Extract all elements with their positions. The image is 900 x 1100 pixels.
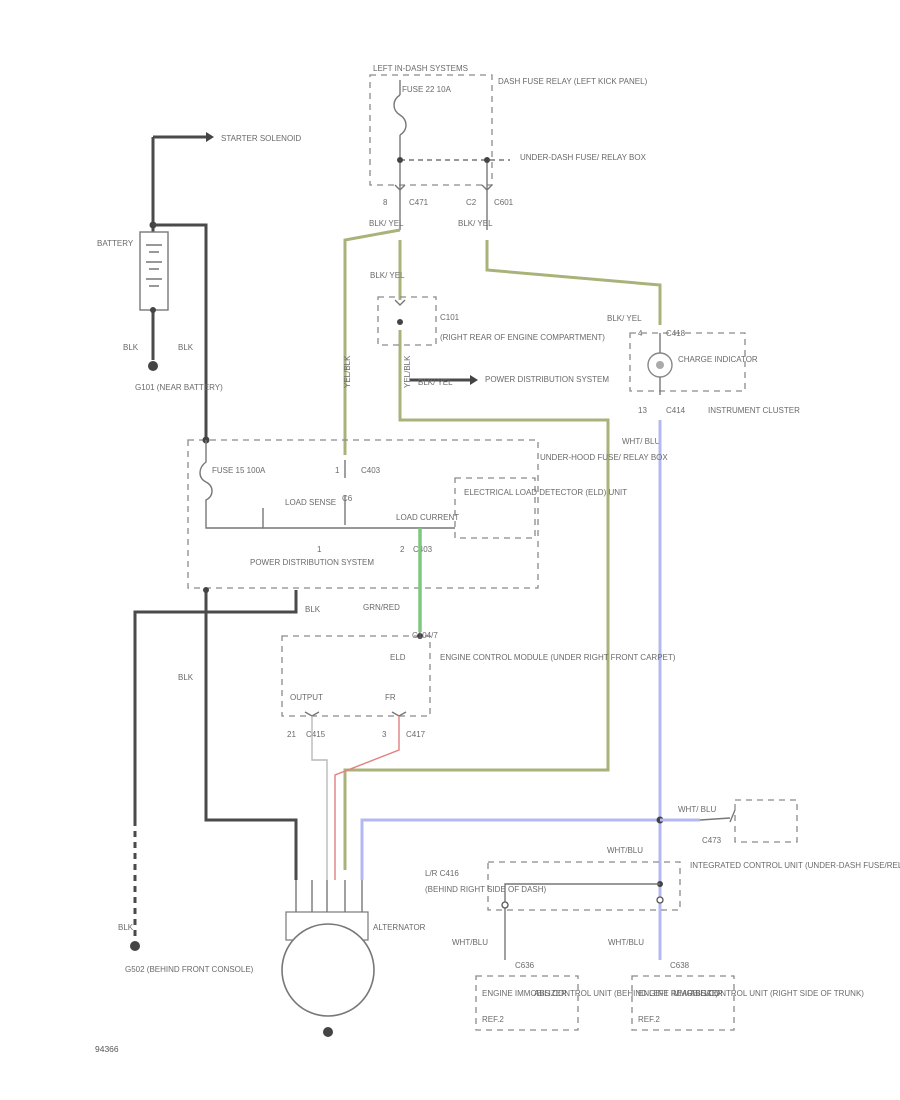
blk-yel-5: BLK/ YEL <box>607 314 642 323</box>
c601-label: C601 <box>494 198 514 207</box>
underhood-box-label: UNDER-HOOD FUSE/ RELAY BOX <box>540 453 668 462</box>
ecm-immobilizer-1: ENGINE IMMOBILIZER <box>482 989 567 998</box>
g101-label: G101 (NEAR BATTERY) <box>135 383 223 392</box>
underdash-relay-box-label: UNDER-DASH FUSE/ RELAY BOX <box>520 153 647 162</box>
c471-label: C471 <box>409 198 429 207</box>
fuse-22-symbol <box>393 94 407 136</box>
wht-blu-3-label: WHT/BLU <box>607 846 643 855</box>
blk-yel-3: BLK/ YEL <box>370 271 405 280</box>
dash-fuse-box-label: DASH FUSE RELAY (LEFT KICK PANEL) <box>498 77 648 86</box>
c101-location: (RIGHT REAR OF ENGINE COMPARTMENT) <box>440 333 605 342</box>
starter-solenoid-label: STARTER SOLENOID <box>221 134 301 143</box>
pin-c2: C2 <box>466 198 477 207</box>
pin-1b: 1 <box>317 545 322 554</box>
g502-label: G502 (BEHIND FRONT CONSOLE) <box>125 965 254 974</box>
abs-control-2: ABS CONTROL UNIT (RIGHT SIDE OF TRUNK) <box>690 989 864 998</box>
blue-wires <box>360 420 662 960</box>
blk-label-3: BLK <box>305 605 321 614</box>
fuse-22-label: FUSE 22 10A <box>402 85 452 94</box>
yel-blk-vertical-1: YEL/BLK <box>343 355 352 388</box>
battery-symbol <box>139 231 169 311</box>
ecm-box: C104/7 ELD ENGINE CONTROL MODULE (UNDER … <box>281 631 676 880</box>
c6-label: C6 <box>342 494 353 503</box>
wht-blu-2-label: WHT/ BLU <box>678 805 716 814</box>
underhood-fuse-box: FUSE 15 100A UNDER-HOOD FUSE/ RELAY BOX … <box>133 436 668 940</box>
c403-b-label: C403 <box>413 545 433 554</box>
c415-label: C415 <box>306 730 326 739</box>
yel-blk-vertical-2: YEL/BLK <box>403 355 412 388</box>
c636-label: C636 <box>515 961 535 970</box>
power-dist-label-1: POWER DISTRIBUTION SYSTEM <box>485 375 609 384</box>
load-sense-label: LOAD SENSE <box>285 498 336 507</box>
blk-yel-1: BLK/ YEL <box>369 219 404 228</box>
output-label: OUTPUT <box>290 693 323 702</box>
instrument-cluster: BLK/ YEL 4 C418 CHARGE INDICATOR 13 C414… <box>607 314 800 446</box>
fuse-box-top-label: LEFT IN-DASH SYSTEMS <box>373 64 468 73</box>
c417-label: C417 <box>406 730 426 739</box>
pin-3: 3 <box>382 730 387 739</box>
c473-label: C473 <box>702 836 722 845</box>
c418-label: C418 <box>666 329 686 338</box>
c104-label: C104/7 <box>412 631 438 640</box>
battery-section: STARTER SOLENOID BATTERY BLK BLK G101 (N… <box>97 132 301 440</box>
ref-2-b: REF.2 <box>638 1015 660 1024</box>
splice-dot <box>484 157 490 163</box>
wht-blu-label: WHT/ BLU <box>622 437 660 446</box>
ground-icon <box>148 361 158 371</box>
pin-21: 21 <box>287 730 296 739</box>
green-wire: GRN/RED <box>363 528 422 632</box>
ecm-label: ENGINE CONTROL MODULE (UNDER RIGHT FRONT… <box>440 653 676 662</box>
arrow-icon <box>206 132 214 142</box>
arrow-icon <box>470 375 478 385</box>
lr-c416-label: L/R C416 <box>425 869 459 878</box>
yellow-green-wires <box>343 228 662 870</box>
pin-4: 4 <box>638 329 643 338</box>
splice-dot <box>397 157 403 163</box>
blk-yel-2: BLK/ YEL <box>458 219 493 228</box>
wht-blu-5-label: WHT/BLU <box>608 938 644 947</box>
dash-fuse-box: LEFT IN-DASH SYSTEMS FUSE 22 10A DASH FU… <box>369 64 648 230</box>
battery-label: BATTERY <box>97 239 134 248</box>
blk-label-2: BLK <box>178 343 194 352</box>
alternator: ALTERNATOR BLK BLK G502 (BEHIND FRONT CO… <box>118 673 426 1037</box>
eld-label: ELD <box>390 653 406 662</box>
instrument-cluster-label: INSTRUMENT CLUSTER <box>708 406 800 415</box>
integrated-unit-label: INTEGRATED CONTROL UNIT (UNDER-DASH FUSE… <box>690 861 900 870</box>
reference-id: 94366 <box>95 1044 119 1054</box>
charge-indicator-label: CHARGE INDICATOR <box>678 355 758 364</box>
alternator-label: ALTERNATOR <box>373 923 426 932</box>
pin-8: 8 <box>383 198 388 207</box>
c403-label: C403 <box>361 466 381 475</box>
blk-label-5: BLK <box>178 673 194 682</box>
blk-yel-4: BLK/ YEL <box>418 378 453 387</box>
blk-label-1: BLK <box>123 343 139 352</box>
wht-blu-4-label: WHT/BLU <box>452 938 488 947</box>
pin-2: 2 <box>400 545 405 554</box>
ground-icon <box>323 1027 333 1037</box>
ground-icon <box>130 941 140 951</box>
c101-label: C101 <box>440 313 460 322</box>
eld-unit-label: ELECTRICAL LOAD DETECTOR (ELD) UNIT <box>464 488 627 497</box>
power-dist-label-2: POWER DISTRIBUTION SYSTEM <box>250 558 374 567</box>
fuse-15-label: FUSE 15 100A <box>212 466 266 475</box>
abs-control-1: ABS CONTROL UNIT (BEHIND LEFT REAR SEAT) <box>534 989 719 998</box>
alternator-symbol <box>281 923 375 1017</box>
pin-13: 13 <box>638 406 647 415</box>
integrated-control-section: WHT/ BLU C473 WHT/BLU L/R C416 (BEHIND R… <box>425 799 900 1031</box>
fr-label: FR <box>385 693 396 702</box>
pin-1a: 1 <box>335 466 340 475</box>
c101-connector: BLK/ YEL C101 (RIGHT REAR OF ENGINE COMP… <box>343 271 609 388</box>
ecm-immobilizer-2: ENGINE IMMOBILIZER <box>638 989 723 998</box>
c414-label: C414 <box>666 406 686 415</box>
lr-location-label: (BEHIND RIGHT SIDE OF DASH) <box>425 885 547 894</box>
blk-label-4: BLK <box>118 923 134 932</box>
c638-label: C638 <box>670 961 690 970</box>
ref-2-a: REF.2 <box>482 1015 504 1024</box>
grn-red-label: GRN/RED <box>363 603 400 612</box>
load-current-label: LOAD CURRENT <box>396 513 459 522</box>
